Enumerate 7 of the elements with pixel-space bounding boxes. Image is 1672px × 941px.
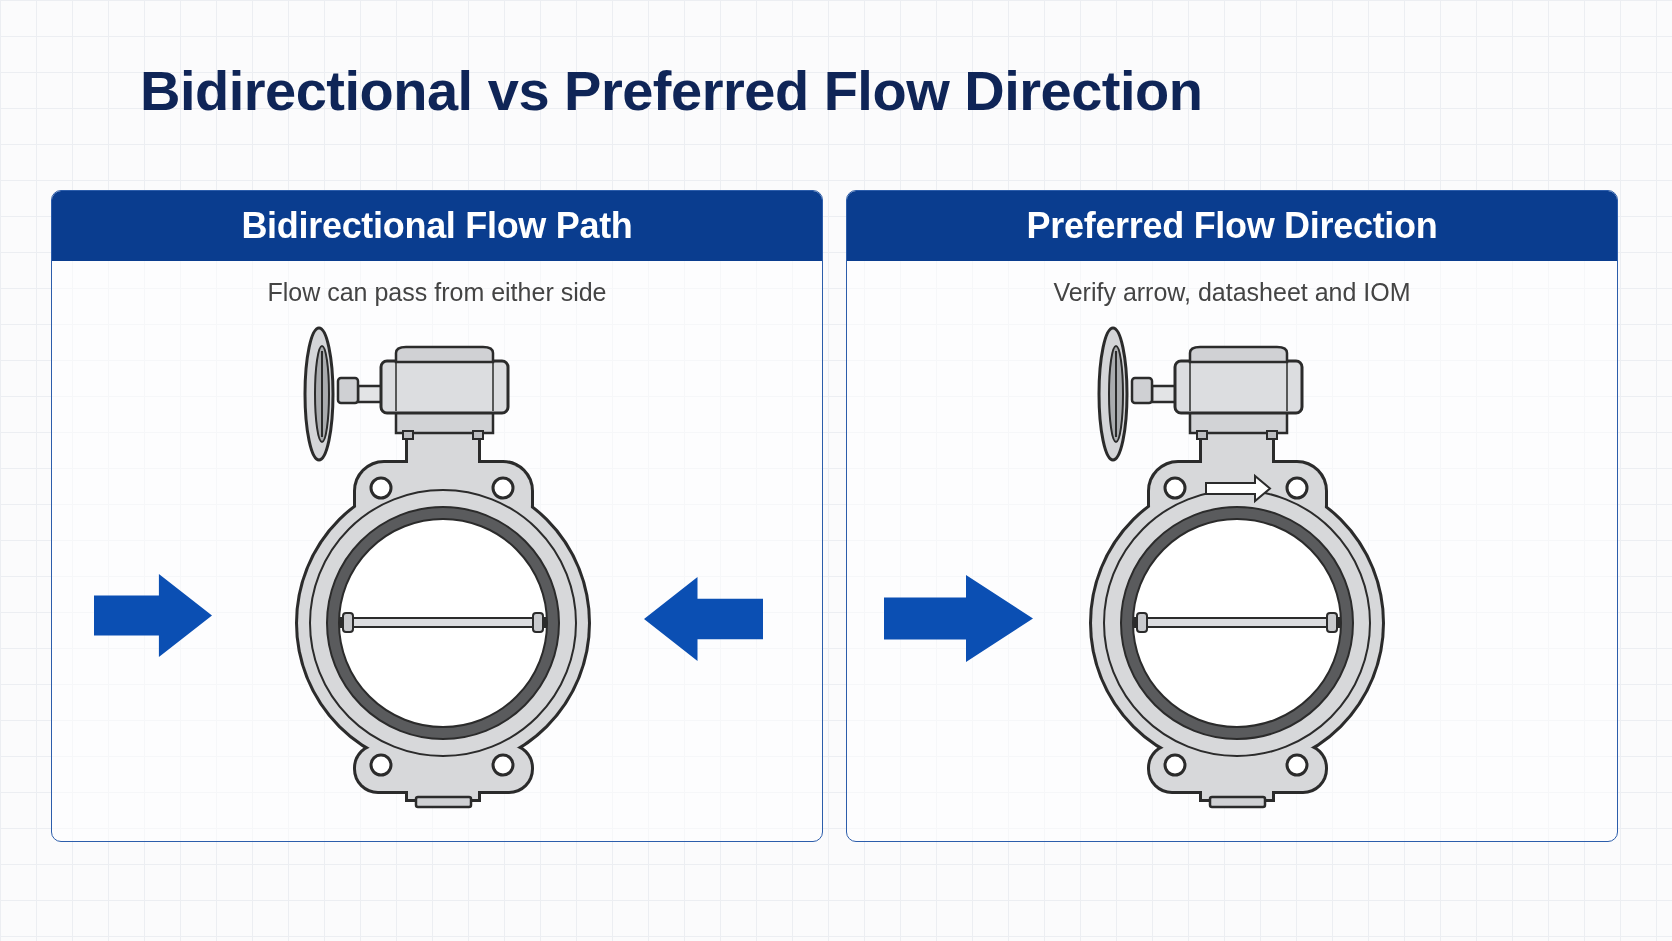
subtitle: Flow can pass from either side — [267, 277, 607, 307]
panel — [51, 190, 823, 842]
title: Bidirectional vs Preferred Flow Direction — [140, 60, 1203, 122]
panel-heading: Bidirectional Flow Path — [241, 205, 633, 247]
panel-heading: Preferred Flow Direction — [1026, 205, 1438, 247]
panel — [846, 190, 1618, 842]
subtitle: Verify arrow, datasheet and IOM — [1053, 277, 1411, 307]
